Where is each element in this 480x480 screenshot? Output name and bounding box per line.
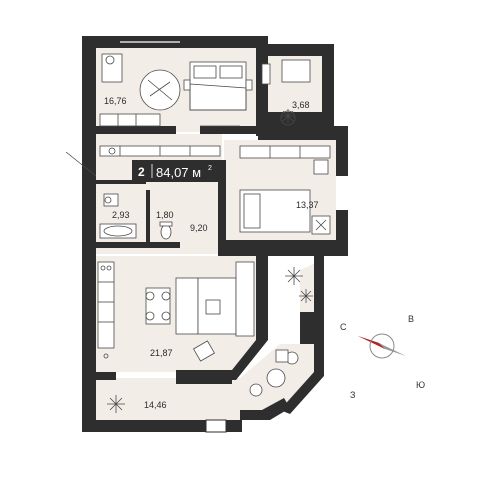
plant-icon <box>285 267 303 285</box>
loggia-floor <box>96 262 318 420</box>
bedroom-furniture <box>99 53 253 127</box>
compass: С В Ю З <box>340 314 425 400</box>
hallway-furniture <box>99 145 221 240</box>
plant-icons <box>107 109 313 413</box>
compass-west: З <box>350 390 355 400</box>
windows <box>120 41 348 206</box>
bedroom-area-label: 16,76 <box>104 96 127 106</box>
plant-icon <box>281 109 295 123</box>
kitchen-furniture <box>97 261 255 362</box>
rooms-count: 2 <box>138 165 145 179</box>
area-unit-superscript: 2 <box>208 165 212 172</box>
wc-area-label: 1,80 <box>156 210 174 220</box>
entrance-door <box>65 151 97 177</box>
total-area: 84,07 м <box>156 165 201 180</box>
loggia-furniture <box>249 349 299 397</box>
compass-south: Ю <box>416 380 425 390</box>
bathroom-area-label: 2,93 <box>112 210 130 220</box>
kitchen-living-area-label: 21,87 <box>150 348 173 358</box>
compass-east: В <box>408 314 414 324</box>
plant-icon <box>299 289 313 303</box>
plant-icon <box>107 395 125 413</box>
walls <box>82 36 348 432</box>
apartment-badge: 2 84,07 м 2 <box>132 160 218 182</box>
loggia-area-label: 14,46 <box>144 400 167 410</box>
compass-north: С <box>340 322 347 332</box>
dressing-area-label: 3,68 <box>292 100 310 110</box>
hallway-area-label: 9,20 <box>190 223 208 233</box>
bottom-window <box>205 419 227 433</box>
room-labels: 16,76 3,68 2,93 1,80 9,20 13,37 21,87 14… <box>104 96 319 410</box>
second-room-furniture <box>239 145 331 235</box>
second-room-area-label: 13,37 <box>296 200 319 210</box>
